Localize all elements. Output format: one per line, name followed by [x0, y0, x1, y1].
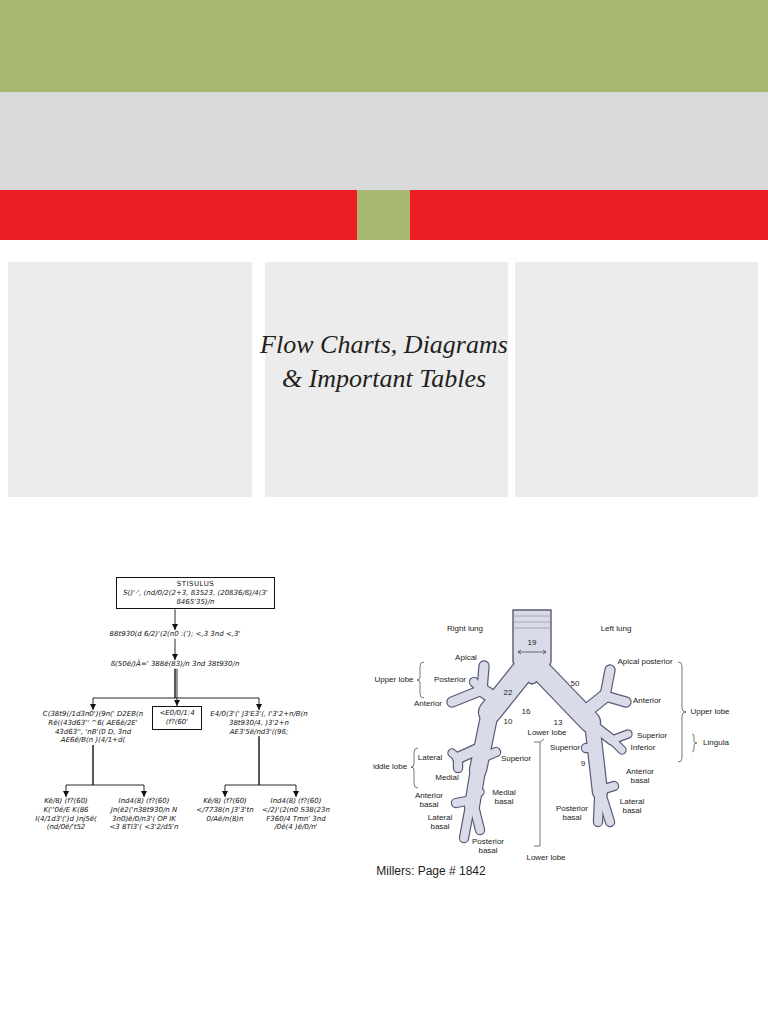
- node-text: E4/0(3'(' J3'E3'(, I'3'2+n/B(n 38t930/4,…: [206, 710, 312, 736]
- callout-number: 13: [554, 718, 563, 727]
- part-label: Anterior basal: [620, 767, 660, 785]
- node-text: S()'·', (nd/0/2(2+3, ß3523, (20ß36/ß)/4(…: [120, 589, 271, 607]
- callout-number: 22: [504, 688, 513, 697]
- part-label: iddle lobe: [373, 762, 407, 771]
- process-text: Ind4(8) (f?(60) </2)'(2(n0 S38(23n F360/…: [262, 797, 330, 832]
- part-label: Lateral: [418, 753, 442, 762]
- top-band: [0, 0, 768, 92]
- node-text: Ind4(8) (f?(60) Jn(ë2('n38t930/n N 3n0)ë…: [106, 797, 182, 832]
- node-text: <E0/0/1:4 (f?(60': [156, 709, 198, 727]
- part-label: Millers: Page # 1842: [376, 865, 485, 879]
- part-label: Upper lobe: [374, 675, 413, 684]
- part-label: Anterior: [414, 699, 442, 708]
- part-label: Lower lobe: [526, 853, 565, 862]
- flow-arrow: [175, 669, 259, 710]
- part-label: Lateral basal: [614, 797, 650, 815]
- node-text: STISULUS: [120, 580, 271, 589]
- panel: [8, 262, 252, 497]
- process-box: STISULUSS()'·', (nd/0/2(2+3, ß3523, (20ß…: [116, 577, 275, 609]
- flow-arrow: [259, 736, 296, 797]
- process-text: E4/0(3'(' J3'E3'(, I'3'2+n/B(n 38t930/4,…: [206, 710, 312, 736]
- part-label: Right lung: [447, 624, 483, 633]
- part-label: Superior: [550, 743, 580, 752]
- flow-arrow: [175, 609, 176, 630]
- process-box: <E0/0/1:4 (f?(60': [152, 706, 202, 730]
- flow-arrow: [177, 669, 178, 706]
- process-text: 88t930(d 6/2)'(2(n0 :(’); <,3 3nd <,3': [90, 630, 260, 639]
- part-label: Apical posterior: [617, 657, 672, 666]
- node-text: Kë/8) (f?(60) K(''0ë/E K(86 I(4/1d3'(')d…: [34, 797, 98, 832]
- node-text: Ind4(8) (f?(60) </2)'(2(n0 S38(23n F360/…: [262, 797, 330, 832]
- part-label: Upper lobe: [690, 707, 729, 716]
- node-text: 88t930(d 6/2)'(2(n0 :(’); <,3 3nd <,3': [90, 630, 260, 639]
- part-label: Medial: [435, 773, 459, 782]
- panel: [515, 262, 758, 497]
- flow-arrow: [225, 736, 259, 797]
- part-label: Lateral basal: [422, 813, 458, 831]
- node-text: C(38t9(/1d3n0')(9n(' D2EB(n Rë((43d63'' …: [38, 710, 148, 745]
- part-label: Posterior basal: [468, 837, 508, 855]
- tracheal-rings: [514, 616, 550, 628]
- part-label: Posterior: [434, 675, 466, 684]
- part-label: Inferior: [631, 743, 656, 752]
- part-label: Anterior: [633, 696, 661, 705]
- part-label: Superior: [501, 754, 531, 763]
- part-label: Apical: [455, 653, 477, 662]
- callout-number: 10: [504, 717, 513, 726]
- flow-arrow: [93, 745, 144, 797]
- node-text: Kë/8) (f?(60) </7738(n J3'3'tn 0/Aë/n(8)…: [194, 797, 256, 823]
- process-text: Kë/8) (f?(60) K(''0ë/E K(86 I(4/1d3'(')d…: [34, 797, 98, 832]
- process-text: C(38t9(/1d3n0')(9n(' D2EB(n Rë((43d63'' …: [38, 710, 148, 745]
- grey-band: [0, 92, 768, 190]
- bracket: [411, 662, 697, 846]
- callout-number: 16: [522, 707, 531, 716]
- process-text: Ind4(8) (f?(60) Jn(ë2('n38t930/n N 3n0)ë…: [106, 797, 182, 832]
- process-text: ß(50ë/)Ã=' 388ë(83)/n 3nd 38t930/n: [90, 660, 260, 669]
- callout-number: 19: [528, 638, 537, 647]
- part-label: Lingula: [703, 738, 729, 747]
- part-label: Anterior basal: [409, 791, 449, 809]
- flow-arrow: [93, 669, 175, 710]
- part-label: Left lung: [601, 624, 632, 633]
- process-text: Kë/8) (f?(60) </7738(n J3'3'tn 0/Aë/n(8)…: [194, 797, 256, 823]
- part-label: Superior: [637, 731, 667, 740]
- callout-number: 9: [581, 759, 585, 768]
- callout-number: 50: [571, 679, 580, 688]
- part-label: Posterior basal: [552, 804, 592, 822]
- red-band: [0, 190, 768, 240]
- flow-arrow: [175, 639, 176, 660]
- page-title: Flow Charts, Diagrams & Important Tables: [234, 328, 534, 396]
- flow-arrow: [66, 745, 93, 797]
- green-square: [357, 190, 410, 240]
- dimension-arrow: [518, 650, 546, 654]
- node-text: ß(50ë/)Ã=' 388ë(83)/n 3nd 38t930/n: [90, 660, 260, 669]
- part-label: Lower lobe: [527, 728, 566, 737]
- part-label: Medial basal: [486, 788, 522, 806]
